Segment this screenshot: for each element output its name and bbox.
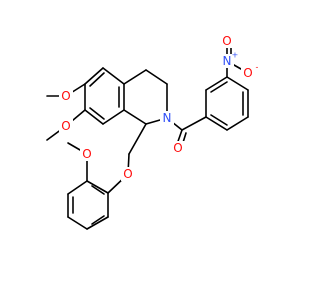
label-backdrop [80, 147, 94, 161]
bond [181, 116, 207, 131]
structure-canvas: O O N O O O N + O O - [46, 34, 259, 230]
atom-o-methoxy-7: O [61, 119, 70, 133]
charge-o-nitro-right: - [256, 63, 259, 72]
bond [226, 76, 249, 91]
atom-label-layer: O O N O O O N + O O - [59, 34, 259, 181]
atom-n-ring: N [163, 111, 172, 125]
charge-n-nitro: + [232, 51, 239, 60]
bond [102, 109, 125, 125]
bond [210, 114, 228, 126]
bond [123, 109, 147, 125]
bond [102, 67, 125, 85]
bond [67, 216, 88, 230]
atom-o-nitro-right: O [243, 66, 252, 80]
bond [89, 72, 105, 87]
bond [226, 116, 249, 131]
label-backdrop [59, 89, 73, 103]
bond [84, 67, 104, 85]
bond [84, 109, 104, 125]
bond [67, 180, 88, 195]
bond [205, 116, 228, 131]
bond [205, 76, 228, 91]
bond [91, 185, 105, 195]
bond [91, 215, 105, 225]
atom-o-carbonyl: O [173, 141, 182, 155]
label-backdrop [160, 111, 174, 125]
atom-o-methoxy-6: O [61, 89, 70, 103]
bond [123, 69, 147, 85]
bond [210, 81, 228, 93]
atom-o-methoxy-phenyl: O [82, 147, 91, 161]
atom-n-nitro: N [223, 54, 232, 68]
bond [128, 123, 147, 155]
bond [89, 107, 105, 120]
label-backdrop [59, 119, 73, 133]
label-backdrop [241, 66, 255, 80]
bond [86, 180, 109, 194]
label-backdrop [121, 167, 135, 181]
atom-o-ether: O [123, 167, 132, 181]
bond-layer [46, 43, 249, 230]
atom-o-nitro-top: O [222, 34, 231, 48]
bond [86, 216, 109, 230]
label-backdrop [171, 141, 185, 155]
label-backdrop [220, 54, 234, 68]
label-backdrop [220, 34, 234, 48]
bond [145, 69, 168, 85]
